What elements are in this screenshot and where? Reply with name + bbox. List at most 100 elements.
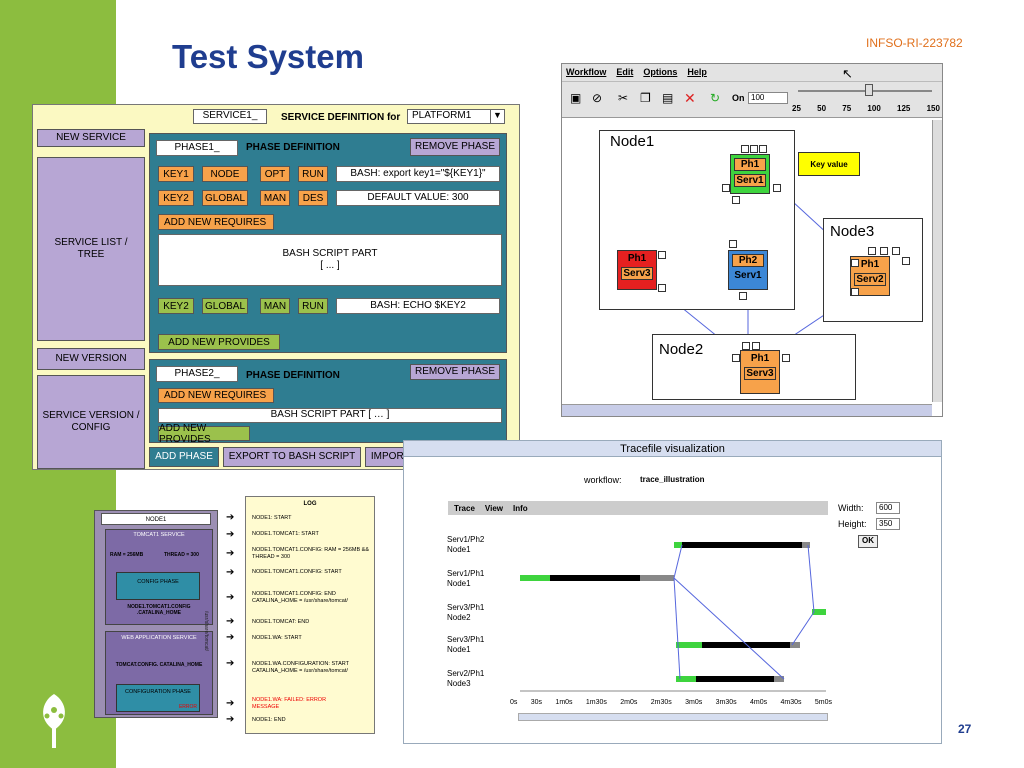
node-tag[interactable]: NODE xyxy=(202,166,248,182)
key2-default-field[interactable]: DEFAULT VALUE: 300 xyxy=(336,190,500,206)
run-provides-tag[interactable]: RUN xyxy=(298,298,328,314)
trace-scrollbar[interactable] xyxy=(518,713,828,721)
serv3-block[interactable]: Ph1 Serv3 xyxy=(617,250,657,290)
phase1-name-field[interactable]: PHASE1_ xyxy=(156,140,238,156)
export-bash-button[interactable]: EXPORT TO BASH SCRIPT xyxy=(223,447,361,467)
add-new-requires-button[interactable]: ADD NEW REQUIRES xyxy=(158,214,274,230)
man-tag[interactable]: MAN xyxy=(260,190,290,206)
workflow-canvas[interactable]: Node1 Node2 Node3 Ph1 Serv1 Ph1 Serv3 Ph… xyxy=(562,120,932,402)
add-node-icon[interactable]: ▣ xyxy=(570,91,582,105)
phase2-add-requires-button[interactable]: ADD NEW REQUIRES xyxy=(158,388,274,403)
menu-edit[interactable]: Edit xyxy=(616,67,634,77)
des-tag[interactable]: DES xyxy=(298,190,328,206)
remove-phase1-button[interactable]: REMOVE PHASE xyxy=(410,138,500,156)
ok-button[interactable]: OK xyxy=(858,535,878,548)
phase2-name-field[interactable]: PHASE2_ xyxy=(156,366,238,382)
platform-value: PLATFORM1 xyxy=(412,110,472,122)
port[interactable] xyxy=(868,247,876,255)
width-input[interactable]: 600 xyxy=(876,502,900,514)
log-entry-error: NODE1.WA: FAILED: ERROR MESSAGE xyxy=(252,697,327,710)
key2-provides-tag[interactable]: KEY2 xyxy=(158,298,194,314)
port[interactable] xyxy=(739,292,747,300)
service-list-tree-button[interactable]: SERVICE LIST / TREE xyxy=(37,157,145,341)
port[interactable] xyxy=(902,257,910,265)
zoom-tick: 50 xyxy=(817,104,827,113)
platform-select[interactable]: PLATFORM1 ▼ xyxy=(407,109,505,124)
key2-provides-field[interactable]: BASH: ECHO $KEY2 xyxy=(336,298,500,314)
menu-info[interactable]: Info xyxy=(513,504,528,513)
port[interactable] xyxy=(722,184,730,192)
port[interactable] xyxy=(773,184,781,192)
ph2-block[interactable]: Ph2 Serv1 xyxy=(728,250,768,290)
tomcat-service-box: TOMCAT1 SERVICE RAM = 256MB THREAD = 300… xyxy=(105,529,213,625)
phase2-definition-label: PHASE DEFINITION xyxy=(246,370,340,381)
opt-tag[interactable]: OPT xyxy=(260,166,290,182)
horizontal-scrollbar[interactable] xyxy=(562,404,932,416)
menu-help[interactable]: Help xyxy=(687,67,707,77)
port[interactable] xyxy=(752,342,760,350)
add-new-provides-button[interactable]: ADD NEW PROVIDES xyxy=(158,334,280,350)
node2-title: Node2 xyxy=(659,341,704,358)
port[interactable] xyxy=(880,247,888,255)
port[interactable] xyxy=(851,259,859,267)
phase2-add-provides-button[interactable]: ADD NEW PROVIDES xyxy=(158,423,250,445)
dropdown-arrow-icon[interactable]: ▼ xyxy=(490,110,504,123)
time-axis: 0s 30s 1m0s 1m30s 2m0s 2m30s 3m0s 3m30s … xyxy=(510,699,832,706)
link-icon[interactable]: ⊘ xyxy=(592,91,603,105)
zoom-input[interactable]: 100 xyxy=(748,92,788,104)
serv-label: Serv3 xyxy=(621,267,653,280)
add-phase-button[interactable]: ADD PHASE xyxy=(149,447,219,467)
port[interactable] xyxy=(759,145,767,153)
port[interactable] xyxy=(729,240,737,248)
menu-trace[interactable]: Trace xyxy=(454,504,475,513)
port[interactable] xyxy=(750,145,758,153)
copy-icon[interactable]: ❐ xyxy=(640,91,651,105)
vertical-scrollbar[interactable] xyxy=(932,120,942,402)
service-name-field[interactable]: SERVICE1_ xyxy=(193,109,267,124)
key2-tag[interactable]: KEY2 xyxy=(158,190,194,206)
width-label: Width: xyxy=(838,503,864,513)
port[interactable] xyxy=(892,247,900,255)
arrow-icon: ➔ xyxy=(226,548,235,559)
menu-options[interactable]: Options xyxy=(643,67,678,77)
height-input[interactable]: 350 xyxy=(876,518,900,530)
cut-icon[interactable]: ✂ xyxy=(618,91,629,105)
port[interactable] xyxy=(732,196,740,204)
remove-phase2-button[interactable]: REMOVE PHASE xyxy=(410,364,500,380)
man-provides-tag[interactable]: MAN xyxy=(260,298,290,314)
global-provides-tag[interactable]: GLOBAL xyxy=(202,298,248,314)
phase1-definition-label: PHASE DEFINITION xyxy=(246,142,340,153)
bash-script-area[interactable]: BASH SCRIPT PART [ ... ] xyxy=(158,234,502,286)
refresh-icon[interactable]: ↻ xyxy=(710,91,721,105)
port[interactable] xyxy=(658,251,666,259)
phase2-bash-script-field[interactable]: BASH SCRIPT PART [ … ] xyxy=(158,408,502,423)
port[interactable] xyxy=(782,354,790,362)
delete-icon[interactable]: ✕ xyxy=(684,90,696,106)
workflow-label: workflow: xyxy=(584,475,622,485)
port[interactable] xyxy=(732,354,740,362)
service-definition-label: SERVICE DEFINITION for xyxy=(281,112,401,123)
node1-header: NODE1 xyxy=(101,513,211,525)
service-version-config-button[interactable]: SERVICE VERSION / CONFIG xyxy=(37,375,145,469)
run-tag[interactable]: RUN xyxy=(298,166,328,182)
paste-icon[interactable]: ▤ xyxy=(662,91,674,105)
port[interactable] xyxy=(851,288,859,296)
zoom-slider-thumb[interactable] xyxy=(865,84,873,96)
key1-tag[interactable]: KEY1 xyxy=(158,166,194,182)
key1-value-field[interactable]: BASH: export key1="${KEY1}" xyxy=(336,166,500,182)
node1-ph1-block[interactable]: Ph1 Serv1 xyxy=(730,154,770,194)
new-version-button[interactable]: NEW VERSION xyxy=(37,348,145,370)
menu-workflow[interactable]: Workflow xyxy=(566,67,607,77)
new-service-button[interactable]: NEW SERVICE xyxy=(37,129,145,147)
node2-ph1-block[interactable]: Ph1 Serv3 xyxy=(740,350,780,394)
port[interactable] xyxy=(658,284,666,292)
global-tag[interactable]: GLOBAL xyxy=(202,190,248,206)
port[interactable] xyxy=(742,342,750,350)
arrow-icon: ➔ xyxy=(226,592,235,603)
menu-view[interactable]: View xyxy=(484,504,503,513)
log-entry: NODE1: START xyxy=(252,515,292,521)
log-title: LOG xyxy=(303,501,317,507)
port[interactable] xyxy=(741,145,749,153)
serv-label: Serv1 xyxy=(734,174,766,187)
